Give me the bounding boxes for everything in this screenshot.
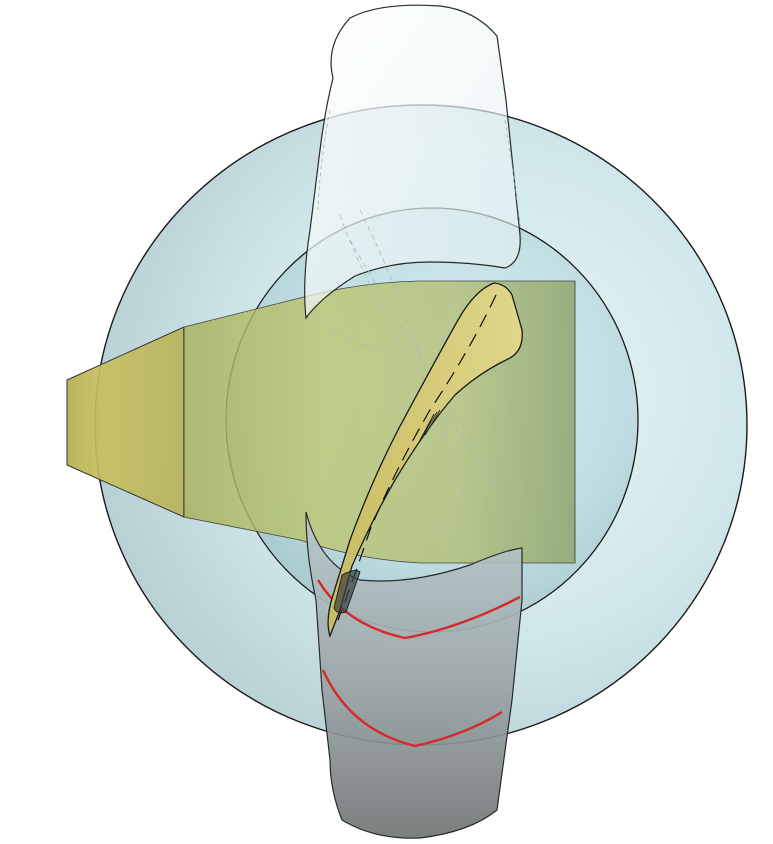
yellow-blade-edge — [417, 409, 441, 445]
yellow-blade-centerline — [337, 294, 497, 621]
top-blade — [304, 4, 521, 320]
blade-root-dark-band — [333, 570, 361, 614]
yellow-blade-section — [327, 282, 523, 638]
nose-cone — [66, 326, 185, 518]
top-blade-inner-contour — [317, 109, 523, 241]
bottom-blade — [305, 511, 523, 839]
red-curve-lower — [321, 669, 503, 748]
